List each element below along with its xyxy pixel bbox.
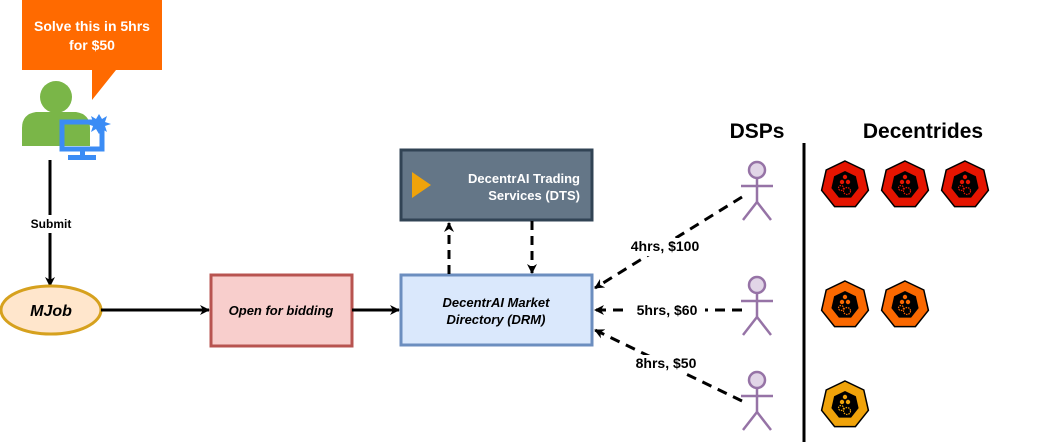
dts-line1: DecentrAI Trading [468, 171, 580, 186]
decentride-node-icon[interactable] [820, 160, 870, 208]
drm-node[interactable]: DecentrAI Market Directory (DRM) [399, 273, 594, 347]
bid-arrow-3 [594, 328, 743, 403]
decentride-node-icon[interactable] [820, 380, 870, 428]
bid-label-2: 5hrs, $60 [637, 302, 698, 318]
mjob-label: MJob [30, 303, 72, 320]
decentride-node-icon[interactable] [940, 160, 990, 208]
dts-line2: Services (DTS) [488, 188, 580, 203]
mjob-node[interactable]: MJob [0, 284, 103, 336]
dsp-actor-icon[interactable] [741, 370, 773, 431]
decentride-node-icon[interactable] [880, 280, 930, 328]
bid-label-3: 8hrs, $50 [636, 355, 697, 371]
bid-label-1: 4hrs, $100 [631, 238, 700, 254]
drm-line1: DecentrAI Market [443, 295, 551, 310]
decentride-node-icon[interactable] [820, 280, 870, 328]
callout-bubble: Solve this in 5hrs for $50 [22, 0, 162, 100]
dsps-header: DSPs [730, 120, 785, 143]
dsp-actor-icon[interactable] [741, 275, 773, 336]
drm-line2: Directory (DRM) [447, 312, 546, 327]
user-with-computer-icon [22, 81, 111, 160]
play-icon [412, 172, 431, 198]
submit-label: Submit [31, 217, 72, 231]
callout-line2: for $50 [69, 37, 115, 53]
open-for-bidding-node[interactable]: Open for bidding [209, 273, 354, 348]
bidding-label: Open for bidding [229, 303, 334, 318]
callout-line1: Solve this in 5hrs [34, 18, 150, 34]
decentride-node-icon[interactable] [880, 160, 930, 208]
dsp-actor-icon[interactable] [741, 160, 773, 221]
decentrides-header: Decentrides [863, 120, 983, 143]
dts-node[interactable]: DecentrAI Trading Services (DTS) [399, 148, 594, 222]
